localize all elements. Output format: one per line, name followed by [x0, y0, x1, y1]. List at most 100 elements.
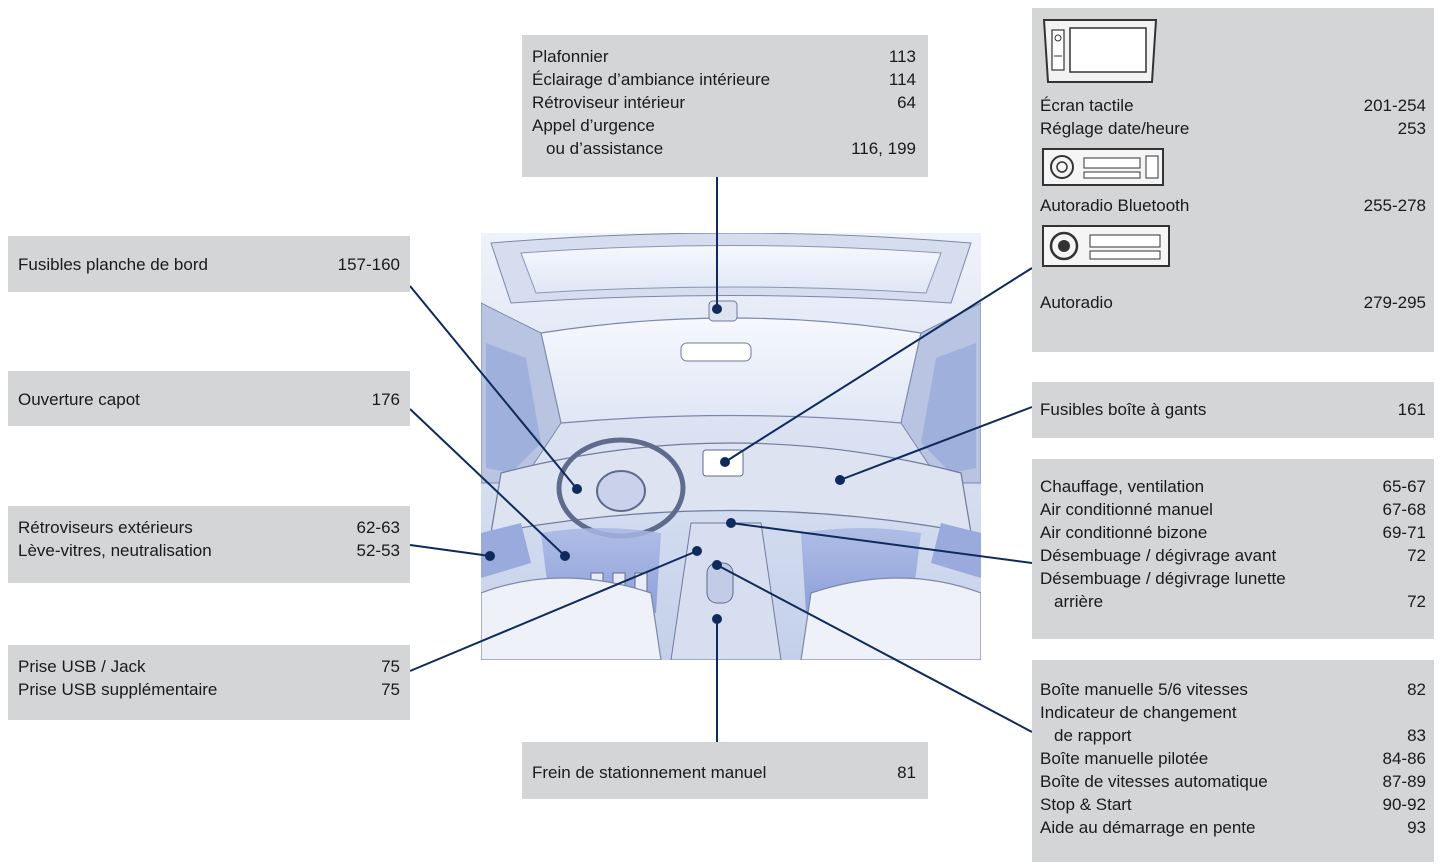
list-item: Frein de stationnement manuel 81	[532, 761, 916, 784]
page-ref: 81	[897, 763, 916, 782]
page-ref: 279-295	[1363, 293, 1426, 312]
page-ref: 161	[1397, 400, 1426, 419]
item-label: ou d’assistance	[546, 139, 664, 158]
item-label: Prise USB supplémentaire	[18, 680, 218, 699]
page-ref: 93	[1407, 818, 1426, 837]
page-ref: 90-92	[1382, 795, 1426, 814]
item-label: Désembuage / dégivrage lunette	[1040, 569, 1286, 588]
list-item: Prise USB supplémentaire 75	[18, 678, 400, 701]
cabin-drawing	[480, 232, 982, 661]
item-label: arrière	[1054, 592, 1104, 611]
list-item: Écran tactile 201-254	[1040, 94, 1426, 117]
list-item: Appel d’urgence	[532, 114, 916, 137]
audio-box: Écran tactile 201-254 Réglage date/heure…	[1032, 8, 1434, 352]
item-label: Frein de stationnement manuel	[532, 763, 767, 782]
item-label: Fusibles planche de bord	[18, 255, 208, 274]
list-item: Boîte manuelle 5/6 vitesses 82	[1040, 678, 1426, 701]
list-item: Prise USB / Jack 75	[18, 655, 400, 678]
usb-box: Prise USB / Jack 75 Prise USB supplément…	[8, 645, 410, 720]
item-label: Éclairage d’ambiance intérieure	[532, 70, 771, 89]
list-item: Éclairage d’ambiance intérieure 114	[532, 68, 916, 91]
list-item: Chauffage, ventilation 65-67	[1040, 475, 1426, 498]
list-item: Air conditionné bizone 69-71	[1040, 521, 1426, 544]
page-ref: 64	[897, 93, 916, 112]
dash-fuses-box: Fusibles planche de bord 157-160	[8, 236, 410, 292]
list-item: Autoradio 279-295	[1040, 291, 1426, 314]
item-label: Air conditionné bizone	[1040, 523, 1208, 542]
page-ref: 253	[1397, 119, 1426, 138]
page-ref: 176	[371, 390, 400, 409]
item-label: Stop & Start	[1040, 795, 1132, 814]
page-ref: 87-89	[1382, 772, 1426, 791]
item-label: Boîte manuelle 5/6 vitesses	[1040, 680, 1248, 699]
item-label: Appel d’urgence	[532, 116, 655, 135]
list-item: Désembuage / dégivrage avant 72	[1040, 544, 1426, 567]
item-label: Réglage date/heure	[1040, 119, 1190, 138]
glovebox-fuses-box: Fusibles boîte à gants 161	[1032, 382, 1434, 438]
mirrors-box: Rétroviseurs extérieurs 62-63 Lève-vitre…	[8, 506, 410, 583]
page-ref: 255-278	[1363, 196, 1426, 215]
item-label: de rapport	[1054, 726, 1132, 745]
list-item: ou d’assistance 116, 199	[532, 137, 916, 160]
item-label: Écran tactile	[1040, 96, 1134, 115]
list-item: Boîte de vitesses automatique 87-89	[1040, 770, 1426, 793]
page-ref: 84-86	[1382, 749, 1426, 768]
page-ref: 52-53	[356, 541, 400, 560]
list-item: Air conditionné manuel 67-68	[1040, 498, 1426, 521]
item-label: Chauffage, ventilation	[1040, 477, 1205, 496]
item-label: Boîte de vitesses automatique	[1040, 772, 1268, 791]
page-ref: 69-71	[1382, 523, 1426, 542]
gearbox-box: Boîte manuelle 5/6 vitesses 82 Indicateu…	[1032, 660, 1434, 862]
list-item: Autoradio Bluetooth 255-278	[1040, 194, 1426, 217]
ceiling-box: Plafonnier 113 Éclairage d’ambiance inté…	[522, 35, 928, 177]
item-label: Plafonnier	[532, 47, 609, 66]
item-label: Fusibles boîte à gants	[1040, 400, 1207, 419]
page-ref: 114	[888, 70, 916, 89]
list-item: Rétroviseurs extérieurs 62-63	[18, 516, 400, 539]
list-item: Plafonnier 113	[532, 45, 916, 68]
line-mirrors	[409, 544, 491, 557]
page-ref: 201-254	[1363, 96, 1426, 115]
list-item: Désembuage / dégivrage lunette	[1040, 567, 1426, 590]
item-label: Ouverture capot	[18, 390, 140, 409]
list-item: Aide au démarrage en pente 93	[1040, 816, 1426, 839]
page-ref: 116, 199	[851, 139, 916, 158]
page-ref: 75	[381, 657, 400, 676]
list-item: Fusibles planche de bord 157-160	[18, 253, 400, 276]
item-label: Air conditionné manuel	[1040, 500, 1213, 519]
page-ref: 113	[888, 47, 916, 66]
item-label: Désembuage / dégivrage avant	[1040, 546, 1277, 565]
item-label: Autoradio	[1040, 293, 1113, 312]
page-ref: 62-63	[356, 518, 400, 537]
page-ref: 157-160	[337, 255, 400, 274]
radio-bluetooth-icon	[1042, 148, 1164, 186]
page-ref: 67-68	[1382, 500, 1426, 519]
item-label: Indicateur de changement	[1040, 703, 1237, 722]
page-ref: 72	[1407, 592, 1426, 611]
item-label: Rétroviseurs extérieurs	[18, 518, 193, 537]
list-item: de rapport 83	[1040, 724, 1426, 747]
touchscreen-icon	[1042, 19, 1158, 83]
item-label: Rétroviseur intérieur	[532, 93, 686, 112]
list-item: Ouverture capot 176	[18, 388, 400, 411]
parking-brake-box: Frein de stationnement manuel 81	[522, 742, 928, 799]
list-item: Indicateur de changement	[1040, 701, 1426, 724]
list-item: Stop & Start 90-92	[1040, 793, 1426, 816]
item-label: Lève-vitres, neutralisation	[18, 541, 212, 560]
item-label: Autoradio Bluetooth	[1040, 196, 1190, 215]
car-interior-illustration	[480, 232, 982, 661]
list-item: Rétroviseur intérieur 64	[532, 91, 916, 114]
climate-box: Chauffage, ventilation 65-67 Air conditi…	[1032, 459, 1434, 639]
list-item: Boîte manuelle pilotée 84-86	[1040, 747, 1426, 770]
item-label: Boîte manuelle pilotée	[1040, 749, 1209, 768]
page-ref: 65-67	[1382, 477, 1426, 496]
item-label: Aide au démarrage en pente	[1040, 818, 1256, 837]
page-ref: 72	[1407, 546, 1426, 565]
list-item: Fusibles boîte à gants 161	[1040, 398, 1426, 421]
bonnet-box: Ouverture capot 176	[8, 371, 410, 426]
page-ref: 82	[1407, 680, 1426, 699]
list-item: Réglage date/heure 253	[1040, 117, 1426, 140]
page-ref: 83	[1407, 726, 1426, 745]
item-label: Prise USB / Jack	[18, 657, 146, 676]
page-ref: 75	[381, 680, 400, 699]
